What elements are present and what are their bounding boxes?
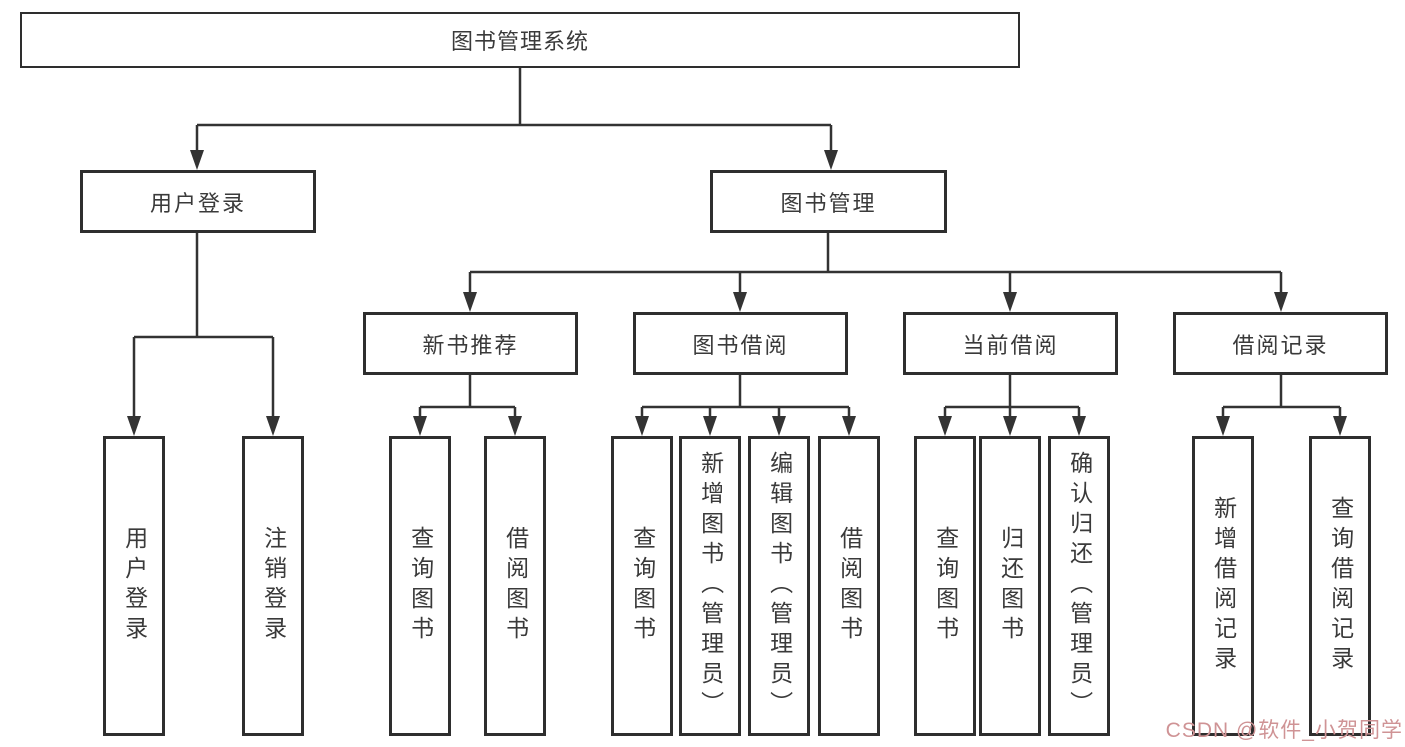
arrowheads	[127, 150, 1347, 436]
leaf-logout: 注销登录	[242, 436, 304, 736]
leaf-bb-query-books: 查询图书	[611, 436, 673, 736]
leaf-user-login: 用户登录	[103, 436, 165, 736]
leaf-br-add-record: 新增借阅记录	[1192, 436, 1254, 736]
leaf-cb-confirm-return: 确认归还（管理员）	[1048, 436, 1110, 736]
node-book-borrow: 图书借阅	[633, 312, 848, 375]
leaf-bb-edit-books: 编辑图书（管理员）	[748, 436, 810, 736]
leaf-cb-query-books: 查询图书	[914, 436, 976, 736]
leaf-br-query-record: 查询借阅记录	[1309, 436, 1371, 736]
leaf-cb-return-books: 归还图书	[979, 436, 1041, 736]
node-borrow-records: 借阅记录	[1173, 312, 1388, 375]
leaf-bb-borrow-books: 借阅图书	[818, 436, 880, 736]
csdn-watermark: CSDN @软件_小贺同学	[1165, 719, 1403, 742]
node-user-login: 用户登录	[80, 170, 316, 233]
node-new-book-recommend: 新书推荐	[363, 312, 578, 375]
leaf-bb-add-books: 新增图书（管理员）	[679, 436, 741, 736]
node-current-borrow: 当前借阅	[903, 312, 1118, 375]
leaf-nbr-query-books: 查询图书	[389, 436, 451, 736]
node-root: 图书管理系统	[20, 12, 1020, 68]
node-book-management: 图书管理	[710, 170, 947, 233]
leaf-nbr-borrow-books: 借阅图书	[484, 436, 546, 736]
